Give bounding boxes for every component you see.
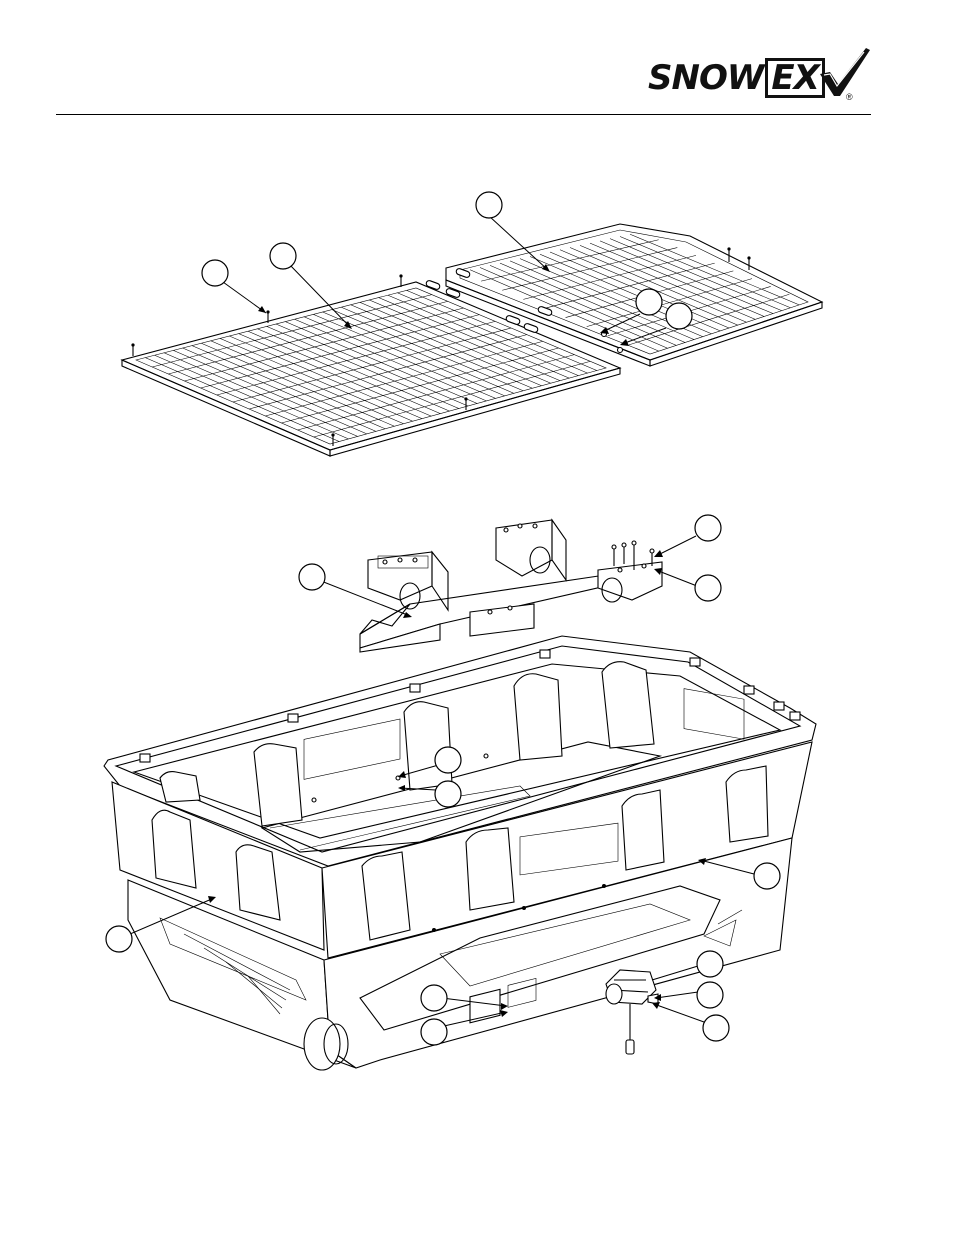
motor-assembly <box>606 970 658 1054</box>
callout-balloon <box>476 192 502 218</box>
callout-balloon <box>695 575 721 601</box>
callout-balloon <box>421 1019 447 1045</box>
callout-balloon <box>106 926 132 952</box>
callout-balloon <box>697 951 723 977</box>
support-frame <box>360 520 662 652</box>
callout-balloon <box>421 985 447 1011</box>
callout-balloon <box>695 515 721 541</box>
callout-balloon <box>666 303 692 329</box>
callout-balloon <box>754 863 780 889</box>
callout-balloon <box>435 747 461 773</box>
callout-balloon <box>703 1015 729 1041</box>
callout-balloon <box>202 260 228 286</box>
callout-balloon <box>270 243 296 269</box>
callout-balloon <box>299 564 325 590</box>
callout-balloon <box>435 781 461 807</box>
callout-balloon <box>636 289 662 315</box>
callout-balloon <box>697 982 723 1008</box>
